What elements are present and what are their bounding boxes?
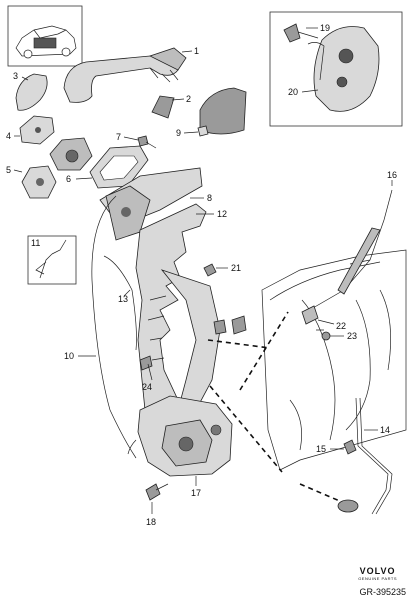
callout-8: 8 — [207, 193, 212, 203]
callout-18: 18 — [146, 517, 156, 527]
callout-5: 5 — [6, 165, 11, 175]
callout-6: 6 — [66, 174, 71, 184]
callout-14: 14 — [380, 425, 390, 435]
callout-7: 7 — [116, 132, 121, 142]
callout-10: 10 — [64, 351, 74, 361]
exterior-door-handle — [63, 47, 187, 103]
callout-3: 3 — [13, 71, 18, 81]
callout-1: 1 — [194, 46, 199, 56]
brand-subtitle: GENUINE PARTS — [358, 576, 397, 581]
alignment-dash-2 — [209, 385, 283, 473]
release-cable — [91, 195, 137, 459]
brand-name: VOLVO — [359, 566, 396, 576]
lock-rod — [355, 397, 389, 515]
detail-box-bracket — [269, 11, 403, 127]
lock-cylinder — [49, 137, 93, 171]
door-bracket-strip — [160, 269, 247, 411]
callout-13: 13 — [118, 294, 128, 304]
callout-16: 16 — [387, 170, 397, 180]
alignment-dash-4 — [299, 483, 343, 503]
small-cover — [151, 95, 175, 119]
brand-logo: VOLVO GENUINE PARTS — [358, 566, 397, 581]
callout-24: 24 — [142, 382, 152, 392]
callout-22: 22 — [336, 321, 346, 331]
screw-7 — [137, 135, 157, 149]
screw-21 — [203, 263, 217, 277]
nut-23 — [321, 331, 331, 341]
callout-4: 4 — [6, 131, 11, 141]
lock-housing — [21, 165, 57, 199]
callout-19: 19 — [320, 23, 330, 33]
callout-23: 23 — [347, 331, 357, 341]
alignment-dash-3 — [239, 311, 289, 391]
vehicle-thumbnail — [7, 5, 83, 67]
door-lock-actuator — [127, 395, 233, 477]
grommet — [337, 499, 359, 513]
carrier-bracket — [99, 167, 203, 241]
handle-bracket — [19, 115, 55, 145]
lock-cylinder-cover — [197, 87, 247, 137]
clip-15 — [343, 439, 357, 455]
lock-cable — [103, 255, 137, 351]
callout-21: 21 — [231, 263, 241, 273]
screw-18 — [145, 483, 169, 501]
callout-20: 20 — [288, 87, 298, 97]
callout-2: 2 — [186, 94, 191, 104]
handle-end-cap — [15, 73, 48, 111]
clip-24 — [139, 355, 153, 381]
alignment-dash-1 — [207, 339, 271, 349]
inner-handle-rod — [305, 189, 393, 313]
detail-box-clip — [27, 235, 77, 285]
callout-9: 9 — [176, 128, 181, 138]
handle-gasket — [89, 145, 149, 189]
callout-17: 17 — [191, 488, 201, 498]
callout-12: 12 — [217, 209, 227, 219]
door-inner-panel — [261, 249, 407, 471]
bushing-22 — [301, 305, 319, 325]
callout-11: 11 — [31, 238, 40, 248]
diagram-reference: GR-395235 — [359, 587, 406, 597]
callout-15: 15 — [316, 444, 326, 454]
